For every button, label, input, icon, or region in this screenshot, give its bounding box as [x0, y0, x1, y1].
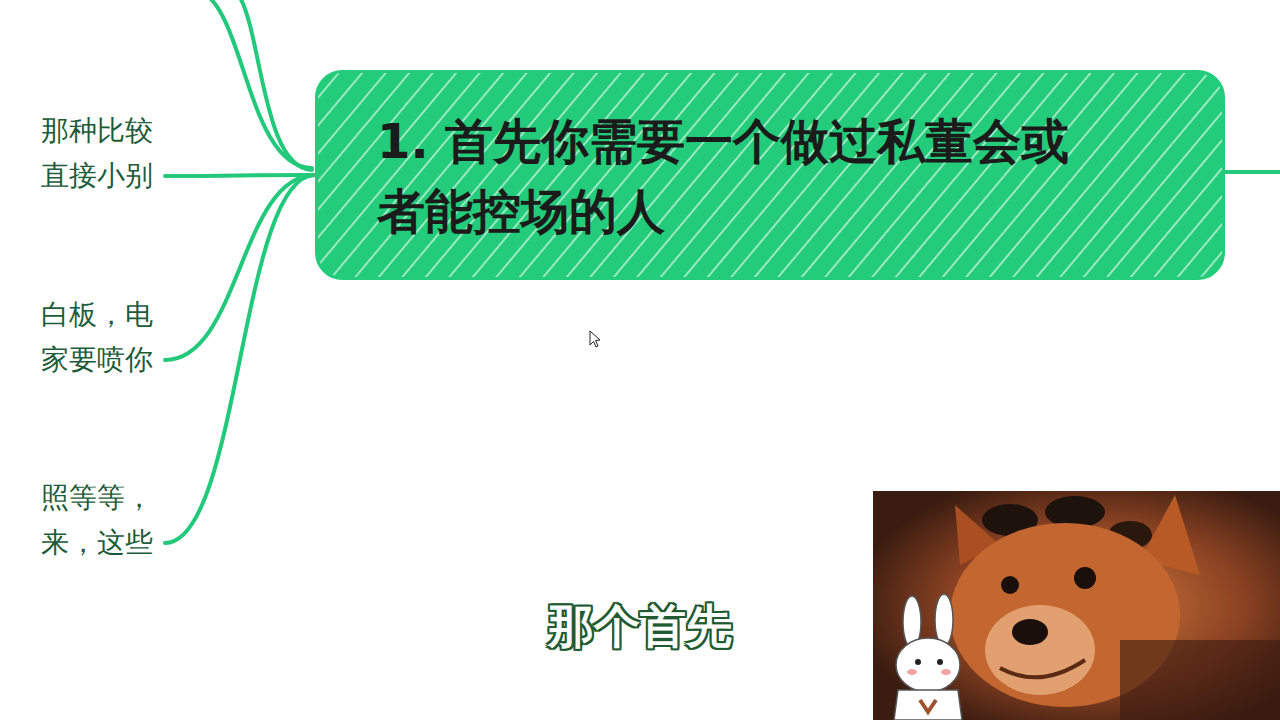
mouse-cursor — [590, 331, 600, 347]
subtitle-caption: 那个首先 — [548, 598, 732, 654]
bunny-sticker — [894, 594, 962, 720]
branch-text: 那种比较 直接小别 — [33, 108, 153, 198]
branch-connector — [165, 175, 315, 543]
box-fill — [317, 72, 1224, 279]
branch-connector — [165, 175, 315, 176]
topic-box: 1. 首先你需要一个做过私董会或者能控场的人 — [315, 70, 1225, 280]
branch-text: 白板，电 家要喷你 — [33, 292, 153, 382]
topic-text: 1. 首先你需要一个做过私董会或者能控场的人 — [377, 106, 1087, 246]
hatched-box-shape — [315, 70, 1225, 280]
branch-connector — [165, 175, 315, 360]
branch-text: 照等等， 来，这些 — [33, 475, 153, 565]
branch-node: 照等等， 来，这些 — [33, 475, 165, 565]
branch-node: 那种比较 直接小别 — [33, 108, 165, 198]
branch-node: 白板，电 家要喷你 — [33, 292, 165, 382]
video-overlay — [873, 491, 1280, 720]
